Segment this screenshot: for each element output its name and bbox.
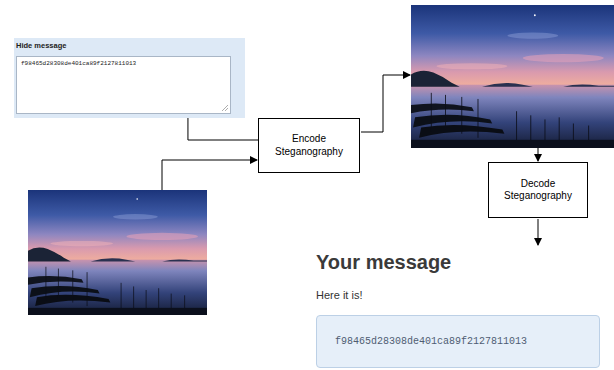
photo-input (28, 190, 207, 315)
resize-grip (221, 104, 228, 111)
flow-arrow (538, 148, 539, 161)
connector (188, 118, 258, 140)
flow-arrow (538, 219, 539, 245)
result-box: f98465d28308de401ca89f2127811013 (316, 315, 600, 368)
result-note: Here it is! (316, 289, 362, 301)
panel-heading: Hide message (16, 41, 243, 50)
process-box: Decode Steganography (488, 162, 588, 218)
node-text: Decode Steganography (501, 178, 575, 203)
result-heading: Your message (316, 251, 451, 274)
photo-output (411, 5, 614, 148)
input-panel: Hide message f98465d28308de401ca89f212781… (14, 38, 245, 118)
node-text: f98465d28308de401ca89f2127811013 (21, 60, 226, 67)
message-textarea: f98465d28308de401ca89f2127811013 (16, 56, 231, 114)
process-box: Encode Steganography (258, 118, 360, 173)
node-text: f98465d28308de401ca89f2127811013 (335, 336, 527, 347)
flow-arrow (162, 160, 257, 190)
node-text: Encode Steganography (271, 133, 347, 158)
flow-arrow (361, 75, 410, 132)
